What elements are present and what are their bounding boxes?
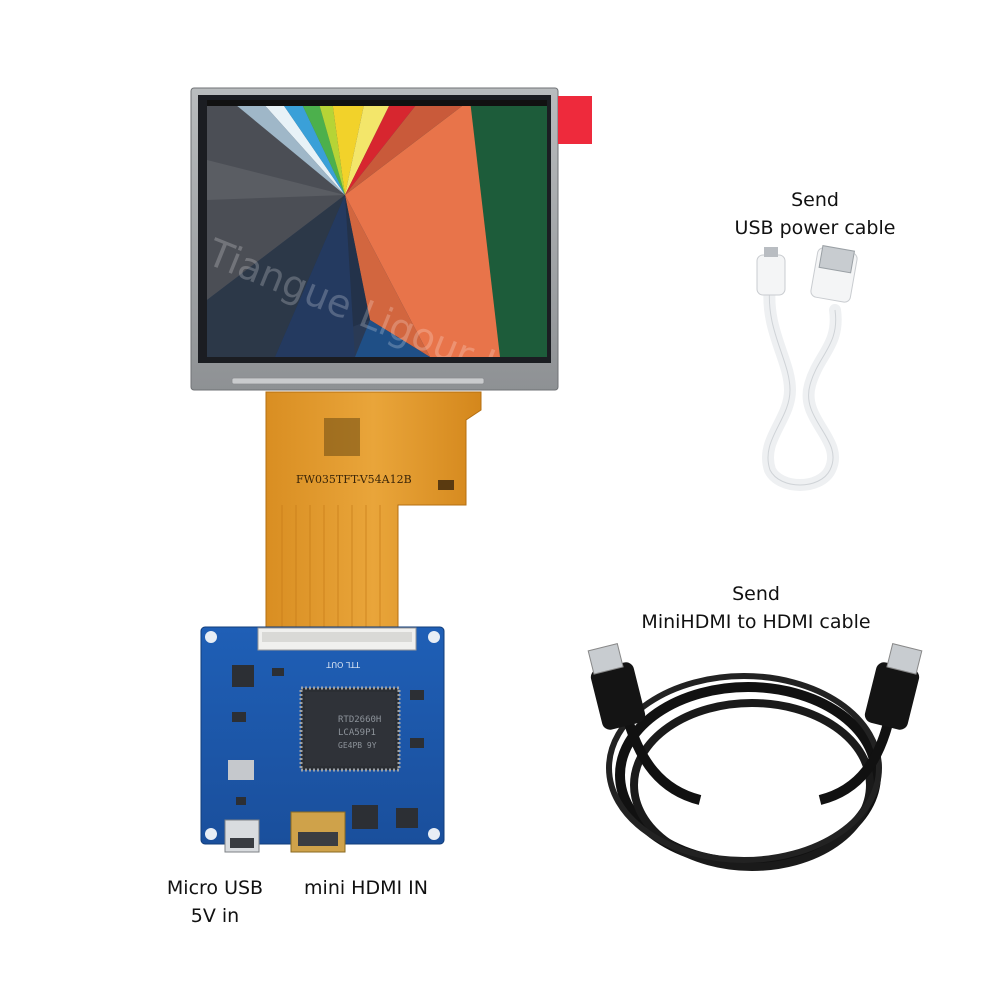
hdmi-cable-caption-line2: MiniHDMI to HDMI cable — [641, 611, 871, 633]
mini-hdmi-port — [290, 811, 346, 853]
fpc-ribbon: FW035TFT-V54A12B — [265, 391, 482, 629]
micro-usb-caption: Micro USB 5V in — [160, 874, 270, 930]
lcd-screen: Tiangue Ligour LCD — [207, 100, 547, 357]
micro-usb-caption-line1: Micro USB — [166, 877, 264, 899]
hdmi-cable — [587, 643, 923, 871]
driver-board: TTL OUT RTD2660H LCA59P1 GE4PB 9Y — [200, 626, 445, 853]
chip-marking-2: LCA59P1 — [338, 728, 376, 738]
usb-cable-caption-line1: Send — [791, 189, 839, 211]
usb-cable-caption: Send USB power cable — [700, 186, 930, 242]
hdmi-cable-caption: Send MiniHDMI to HDMI cable — [620, 580, 892, 636]
usb-cable-caption-line2: USB power cable — [734, 217, 896, 239]
hdmi-cable-caption-line1: Send — [732, 583, 780, 605]
usb-power-cable — [756, 245, 858, 491]
mini-hdmi-caption: mini HDMI IN — [304, 877, 428, 899]
protective-film-tab — [558, 96, 592, 144]
chip-marking-3: GE4PB 9Y — [338, 741, 377, 750]
connector-silk-label: TTL OUT — [326, 660, 361, 669]
chip-marking-1: RTD2660H — [338, 715, 381, 725]
micro-usb-caption-line2: 5V in — [190, 905, 240, 927]
fpc-part-number: FW035TFT-V54A12B — [296, 473, 412, 486]
micro-usb-port — [224, 819, 260, 853]
